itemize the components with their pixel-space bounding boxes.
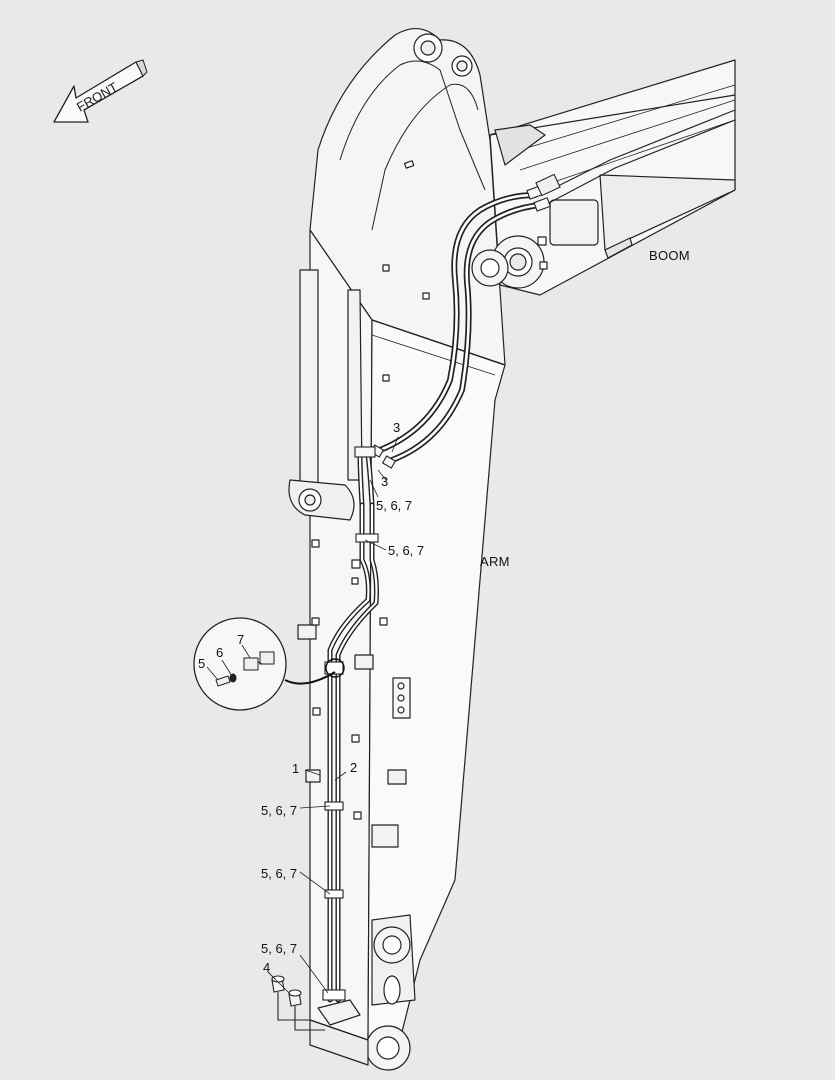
- hose-clamps: [322, 533, 379, 1001]
- callout-5-6-7-c: 5, 6, 7: [261, 803, 298, 818]
- detail-callout-6: 6: [216, 645, 224, 660]
- clamp-detail-view: [193, 617, 345, 711]
- detail-callout-5: 5: [198, 656, 206, 671]
- callout-3-upper: 3: [393, 420, 401, 435]
- callout-leaders: [267, 436, 399, 995]
- callout-2: 2: [350, 760, 358, 775]
- boom-label: BOOM: [649, 248, 690, 263]
- callout-5-6-7-d: 5, 6, 7: [261, 866, 298, 881]
- callout-5-6-7-b: 5, 6, 7: [388, 543, 425, 558]
- hydraulic-hoses: [327, 109, 736, 1003]
- callout-5-6-7-e: 5, 6, 7: [261, 941, 298, 956]
- callout-1: 1: [292, 761, 300, 776]
- arm-structure: [288, 28, 548, 1071]
- detail-callout-7: 7: [237, 632, 245, 647]
- callout-5-6-7-a: 5, 6, 7: [376, 498, 413, 513]
- callout-3-lower: 3: [381, 474, 389, 489]
- arm-label: ARM: [480, 554, 510, 569]
- hose-fittings: [354, 173, 561, 469]
- callout-4: 4: [263, 960, 271, 975]
